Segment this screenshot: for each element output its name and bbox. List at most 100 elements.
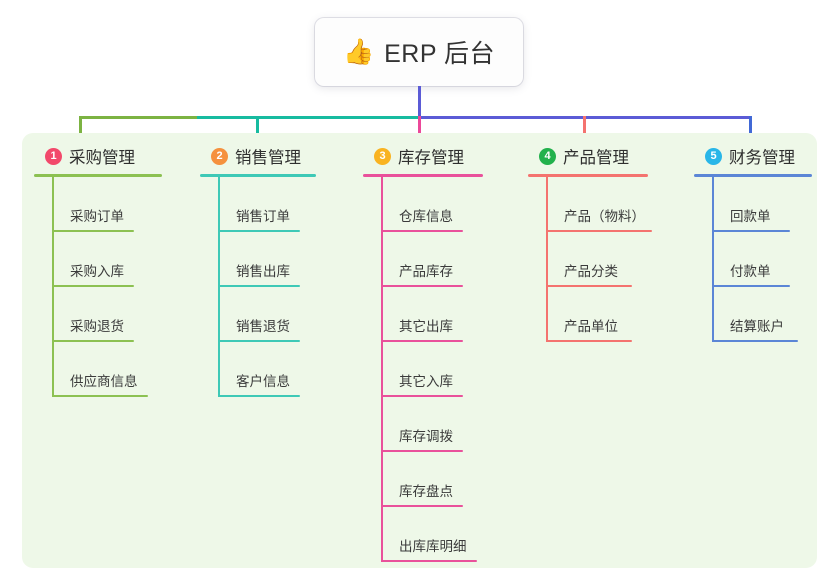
- list-item-label: 产品库存: [399, 264, 453, 279]
- list-item[interactable]: 其它出库: [381, 287, 483, 342]
- column-title: 库存管理: [398, 149, 464, 167]
- list-item-rule: [52, 285, 134, 287]
- list-item[interactable]: 产品单位: [546, 287, 648, 342]
- column-财务管理: 5 财务管理回款单付款单结算账户: [694, 143, 812, 342]
- list-item[interactable]: 仓库信息: [381, 177, 483, 232]
- column-index-badge: 3: [374, 147, 391, 165]
- column-header-rule: [34, 174, 162, 177]
- list-item-rule: [218, 395, 300, 397]
- list-item[interactable]: 采购入库: [52, 232, 162, 287]
- column-items: 销售订单销售出库销售退货客户信息: [200, 177, 316, 397]
- column-title: 销售管理: [235, 149, 301, 167]
- column-title: 采购管理: [69, 149, 135, 167]
- list-item-label: 销售订单: [236, 209, 290, 224]
- column-header[interactable]: 4 产品管理: [528, 143, 648, 169]
- list-item[interactable]: 销售出库: [218, 232, 316, 287]
- list-item-rule: [546, 285, 632, 287]
- column-header[interactable]: 5 财务管理: [694, 143, 812, 169]
- list-item-rule: [52, 395, 148, 397]
- list-item-label: 产品（物料）: [564, 209, 645, 224]
- column-trunk-line: [712, 177, 714, 342]
- bus-segment-green: [79, 116, 199, 119]
- drop-connector-3: [418, 116, 421, 147]
- column-header-rule: [694, 174, 812, 177]
- column-items: 仓库信息产品库存其它出库其它入库库存调拨库存盘点出库库明细: [363, 177, 483, 562]
- list-item-label: 仓库信息: [399, 209, 453, 224]
- list-item-rule: [381, 560, 477, 562]
- list-item-rule: [381, 395, 463, 397]
- column-采购管理: 1 采购管理采购订单采购入库采购退货供应商信息: [34, 143, 162, 397]
- drop-connector-4: [583, 116, 586, 147]
- root-node-card[interactable]: 👍 ERP 后台: [315, 18, 523, 86]
- column-header[interactable]: 3 库存管理: [363, 143, 483, 169]
- list-item-rule: [712, 230, 790, 232]
- drop-connector-5: [749, 116, 752, 147]
- list-item[interactable]: 采购订单: [52, 177, 162, 232]
- column-index-badge: 5: [705, 147, 722, 165]
- list-item-label: 产品单位: [564, 319, 618, 334]
- list-item[interactable]: 其它入库: [381, 342, 483, 397]
- list-item-label: 其它入库: [399, 374, 453, 389]
- list-item-rule: [381, 285, 463, 287]
- list-item-rule: [218, 340, 300, 342]
- column-index-badge: 1: [45, 147, 62, 165]
- column-库存管理: 3 库存管理仓库信息产品库存其它出库其它入库库存调拨库存盘点出库库明细: [363, 143, 483, 562]
- list-item-rule: [52, 230, 134, 232]
- list-item-label: 结算账户: [730, 319, 784, 334]
- list-item-label: 采购入库: [70, 264, 124, 279]
- list-item-rule: [546, 340, 632, 342]
- list-item[interactable]: 销售退货: [218, 287, 316, 342]
- list-item-label: 回款单: [730, 209, 771, 224]
- column-trunk-line: [218, 177, 220, 397]
- list-item-label: 付款单: [730, 264, 771, 279]
- drop-connector-2: [256, 116, 259, 147]
- list-item-rule: [712, 285, 790, 287]
- list-item-label: 供应商信息: [70, 374, 138, 389]
- root-stem-connector: [418, 86, 421, 119]
- column-index-badge: 4: [539, 147, 556, 165]
- list-item[interactable]: 回款单: [712, 177, 812, 232]
- list-item-rule: [52, 340, 134, 342]
- list-item[interactable]: 出库库明细: [381, 507, 483, 562]
- list-item[interactable]: 产品库存: [381, 232, 483, 287]
- list-item-label: 销售出库: [236, 264, 290, 279]
- list-item[interactable]: 供应商信息: [52, 342, 162, 397]
- list-item-label: 库存调拨: [399, 429, 453, 444]
- list-item[interactable]: 付款单: [712, 232, 812, 287]
- list-item[interactable]: 库存调拨: [381, 397, 483, 452]
- list-item-label: 其它出库: [399, 319, 453, 334]
- list-item[interactable]: 产品分类: [546, 232, 648, 287]
- bus-segment-teal: [197, 116, 421, 119]
- column-header-rule: [363, 174, 483, 177]
- list-item-rule: [381, 450, 463, 452]
- column-items: 回款单付款单结算账户: [694, 177, 812, 342]
- list-item-label: 客户信息: [236, 374, 290, 389]
- list-item[interactable]: 结算账户: [712, 287, 812, 342]
- list-item-label: 采购订单: [70, 209, 124, 224]
- list-item[interactable]: 产品（物料）: [546, 177, 652, 232]
- list-item[interactable]: 客户信息: [218, 342, 316, 397]
- column-trunk-line: [546, 177, 548, 342]
- column-title: 产品管理: [563, 149, 629, 167]
- list-item[interactable]: 销售订单: [218, 177, 316, 232]
- column-header-rule: [528, 174, 648, 177]
- column-trunk-line: [381, 177, 383, 562]
- list-item-label: 出库库明细: [399, 539, 467, 554]
- list-item-label: 库存盘点: [399, 484, 453, 499]
- list-item[interactable]: 库存盘点: [381, 452, 483, 507]
- list-item-rule: [381, 505, 463, 507]
- root-node-title: ERP 后台: [384, 40, 496, 68]
- column-items: 产品（物料） 产品分类产品单位: [528, 177, 652, 342]
- list-item-label: 采购退货: [70, 319, 124, 334]
- list-item-rule: [381, 340, 463, 342]
- thumbs-up-icon: 👍: [342, 37, 375, 66]
- column-title: 财务管理: [729, 149, 795, 167]
- drop-connector-1: [79, 116, 82, 147]
- column-header-rule: [200, 174, 316, 177]
- column-header[interactable]: 1 采购管理: [34, 143, 162, 169]
- list-item-rule: [218, 230, 300, 232]
- list-item-label: 产品分类: [564, 264, 618, 279]
- list-item[interactable]: 采购退货: [52, 287, 162, 342]
